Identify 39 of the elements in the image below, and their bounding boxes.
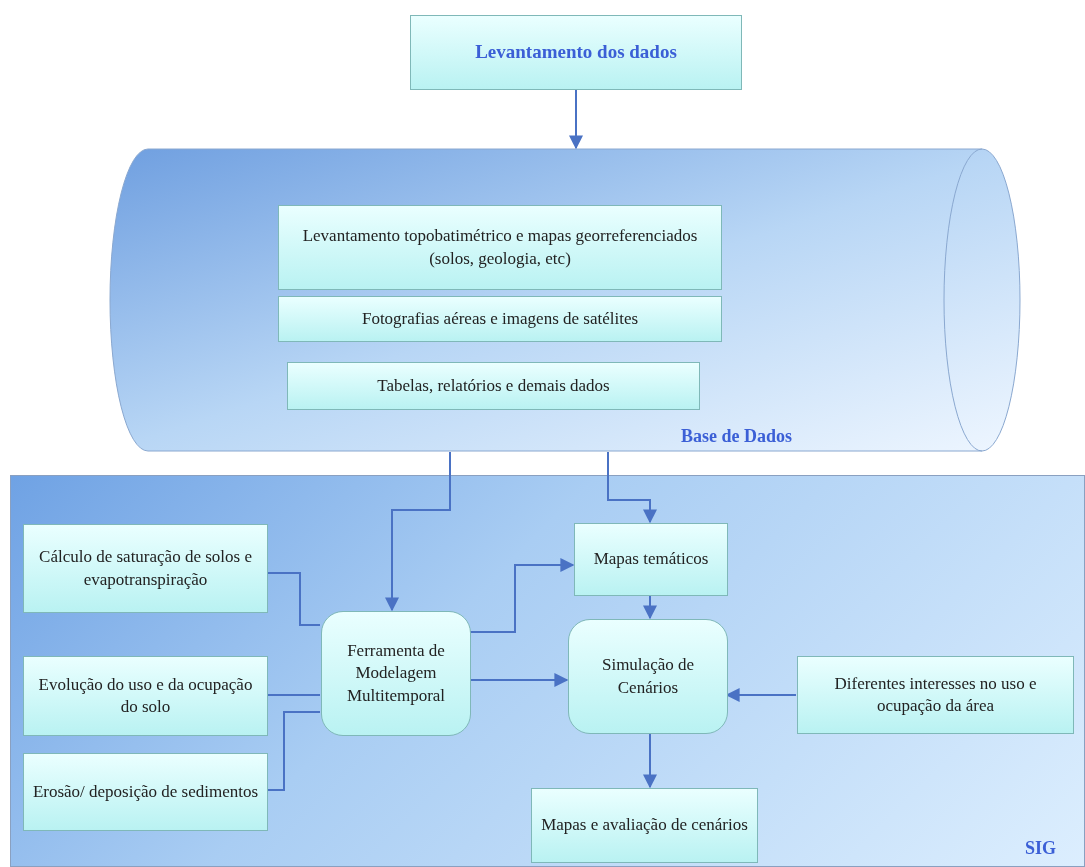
arrow — [469, 558, 575, 633]
box-text: Evolução do uso e da ocupação do solo — [37, 673, 254, 718]
arrow — [607, 451, 657, 524]
data-box — [278, 296, 722, 342]
box-text: Mapas temáticos — [593, 548, 709, 571]
arrow — [569, 89, 583, 150]
container-label: SIG — [1024, 836, 1056, 860]
box-text: Simulação de Cenários — [600, 654, 696, 699]
process-box — [797, 656, 1074, 734]
arrow — [385, 451, 451, 612]
connector-line — [266, 711, 321, 791]
process-box — [23, 524, 268, 613]
box-text: Tabelas, relatórios e demais dados — [377, 374, 610, 397]
data-box — [278, 205, 722, 290]
box-text: Levantamento topobatimétrico e mapas georreferenciados (solos, geologia, etc) — [301, 225, 699, 270]
process-box — [574, 523, 728, 596]
rounded-process-box — [321, 611, 471, 736]
box-text: Ferramenta de Modelagem Multitemporal — [345, 640, 447, 707]
connector-line — [266, 694, 321, 696]
arrow — [643, 732, 657, 789]
process-box — [23, 656, 268, 736]
title-text: Levantamento dos dados — [475, 40, 677, 65]
process-box — [23, 753, 268, 831]
box-text: Fotografias aéreas e imagens de satélites — [361, 307, 639, 330]
connector-line — [266, 572, 321, 626]
arrow — [469, 673, 569, 687]
box-text: Diferentes interesses no uso e ocupação da área — [833, 672, 1038, 717]
data-box — [287, 362, 700, 410]
arrow — [643, 594, 657, 620]
rounded-process-box — [568, 619, 728, 734]
box-text: Erosão/ deposição de sedimentos — [32, 780, 259, 803]
title-box — [410, 15, 742, 90]
arrow — [725, 688, 797, 702]
panel — [10, 475, 1085, 867]
container-label: Base de Dados — [681, 424, 792, 448]
cylinder — [108, 148, 1022, 452]
process-box — [531, 788, 758, 863]
box-text: Mapas e avaliação de cenários — [541, 814, 748, 837]
box-text: Cálculo de saturação de solos e evapotranspiração — [38, 546, 253, 591]
